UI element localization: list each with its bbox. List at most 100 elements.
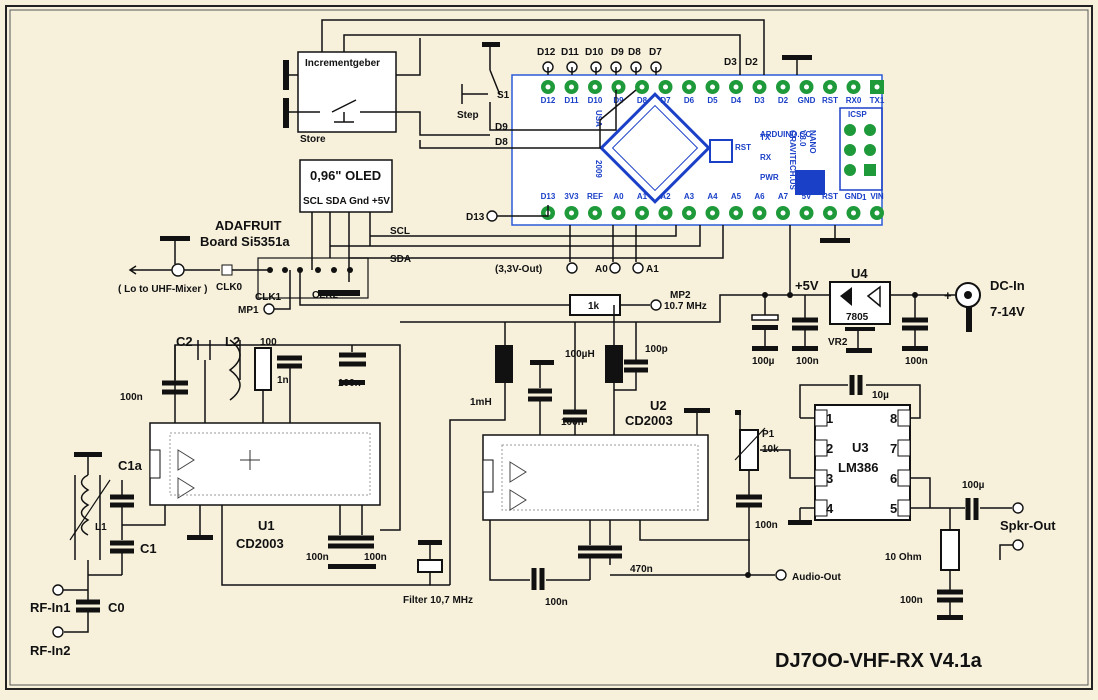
clk1-label: CLK1 [255,292,282,303]
arduino-cc-silk: ARDUINO.CC [760,130,811,139]
store-label: Store [300,134,326,145]
arduino-bottom-pin-pad-hole [827,210,833,216]
arduino-bottom-pin-label: A7 [778,192,789,201]
inner-frame [9,9,1089,686]
arduino-top-pin-label: GND [798,96,816,105]
arduino-top-pin-pad-hole [545,84,551,90]
r-10ohm-label: 10 Ohm [885,552,922,563]
arduino-bottom-pin-pad-hole [663,210,668,216]
inductor-100uh [605,345,623,383]
encoder-label: Incrementgeber [305,58,380,69]
arduino-bottom-pin-pad-hole [780,210,786,216]
u4-part-label: 7805 [846,312,869,323]
r-10ohm [940,529,960,571]
arduino-top-pin-pad-hole [639,84,645,90]
arduino-bottom-pin-pad-hole [592,210,598,216]
arduino-top-pin-label: RST [822,96,838,105]
arduino-bottom-pin-pad-hole [616,210,621,216]
mp2-label: MP2 [670,290,691,301]
arduino-top-pin-pad-hole [592,84,598,90]
si5351-board-label: Board Si5351a [200,234,290,249]
rst-silk: RST [735,143,751,152]
adafruit-label: ADAFRUIT [215,218,281,233]
potentiometer-p1: P1 10k 100n [734,410,815,575]
c-100n-p1-label: 100n [755,520,778,531]
arduino-bottom-pin-label: A4 [707,192,718,201]
sda-label: SDA [390,254,411,265]
arduino-top-pin-pad-hole [804,84,809,90]
arduino-bottom-pin-label: RST [822,192,838,201]
gravitech-silk: GRAVITECH.US [788,130,797,191]
schematic-title: DJ7OO-VHF-RX V4.1a [775,650,983,672]
c-1n-label: 1n [277,375,289,386]
l1-label: L1 [95,522,107,533]
arduino-top-pin-label: D3 [754,96,765,105]
rx-silk: RX [760,153,772,162]
inductor-1mh [495,345,513,383]
ic-u3: 1 2 3 4 8 7 6 5 U3 LM386 [814,404,911,521]
icsp-pads [844,124,876,176]
c-100n-u2b-label: 100n [545,597,568,608]
c0-label: C0 [108,600,125,615]
arduino-top-pin-pad-hole [663,84,668,90]
arduino-top-pin-label: D11 [564,96,579,105]
r-100-label: 100 [260,337,277,348]
arduino-top-testpoints: D12 D11 D10 D9 D8 D7 D3 D2 [537,47,758,73]
arduino-bottom-pin-pad-hole [686,210,692,216]
ceramic-filter: Filter 10,7 MHz [403,540,473,606]
filter-label: Filter 10,7 MHz [403,595,473,606]
clk0-label: CLK0 [216,282,243,293]
c2-label: C2 [176,334,193,349]
encoder-box [297,51,397,133]
arduino-bottom-pin-label: A0 [613,192,624,201]
c-100p-label: 100p [645,344,668,355]
u3-part-label: LM386 [838,460,878,475]
tp-d9-label: D9 [611,47,624,58]
c-100n-u1c-label: 100n [306,552,329,563]
c-10u-label: 10µ [872,390,889,401]
c-100n-in-label: 100n [905,356,928,367]
input-network: L1 C1a C1 C0 RF-In1 RF-In2 [30,452,166,658]
p1-label: P1 [762,429,775,440]
lo-label: ( Lo to UHF-Mixer ) [118,284,207,295]
arduino-top-pin-pad-hole [874,84,880,90]
audio-out-label: Audio-Out [792,572,842,583]
step-label: Step [457,110,479,121]
icsp-pin1-label: 1 [862,193,867,202]
regulator-u4: U4 7805 VR2 [828,266,891,353]
u4-label: U4 [851,266,868,281]
arduino-top-pin-pad-hole [710,84,715,90]
arduino-bottom-pin-pad-hole [733,210,739,216]
arduino-top-pin-label: D9 [613,96,624,105]
encoder-block: Incrementgeber Store [283,51,397,145]
arduino-top-pin-label: TX1 [870,96,885,105]
arduino-bottom-pin-label: A5 [731,192,742,201]
u1-label: U1 [258,518,275,533]
l-1mh-label: 1mH [470,397,492,408]
icsp-outline [839,107,883,191]
arduino-bottom-pin-pad-hole [569,210,574,216]
reset-button [709,139,733,163]
oled-box [299,159,393,213]
arduino-top-pin-label: D4 [731,96,742,105]
u1-part-label: CD2003 [236,536,284,551]
u2-label: U2 [650,398,667,413]
u3-pin2: 2 [826,441,833,456]
oled-label: 0,96" OLED [310,168,381,183]
scl-label: SCL [390,226,410,237]
nano-silk: NANO [808,130,817,154]
c-100u-label: 100µ [752,356,775,367]
year-silk: 2009 [594,160,603,178]
arduino-top-pin-pad-hole [851,84,856,90]
atmega-chip [599,92,711,204]
d13-label: D13 [466,212,485,223]
arduino-top-pin-pad-hole [686,84,692,90]
arduino-top-pin-pad-hole [616,84,621,90]
arduino-bottom-pin-pad-hole [710,210,715,216]
u3-pin8: 8 [890,411,897,426]
ic-u1: U1 CD2003 [149,422,381,551]
d2-label: D2 [745,57,758,68]
tp-d8-label: D8 [628,47,641,58]
arduino-top-pin-pad-hole [780,84,786,90]
